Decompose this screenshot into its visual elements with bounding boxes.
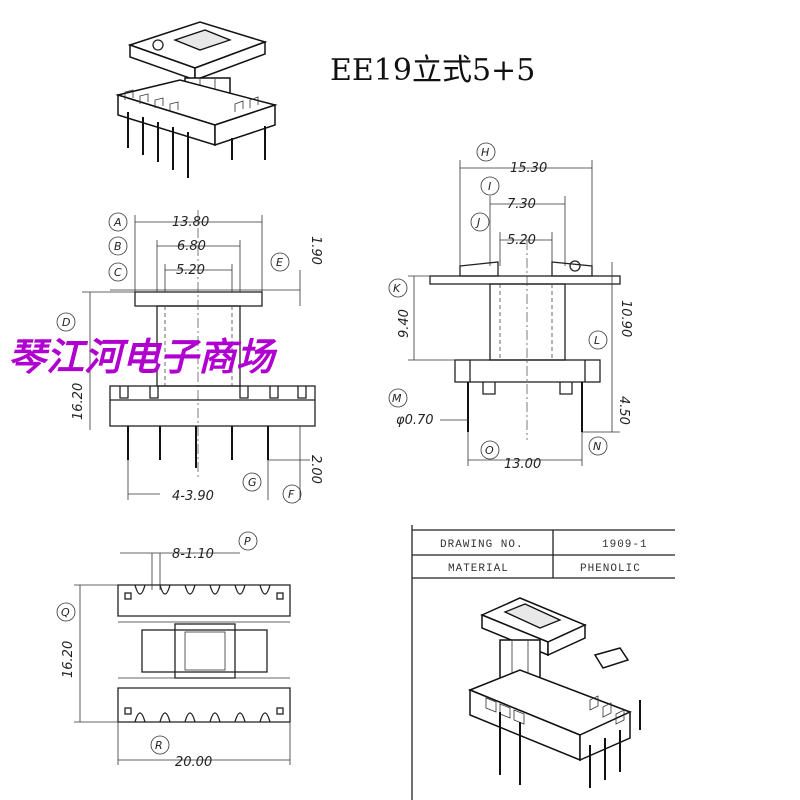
top-view: 8-1.10 20.00 16.20 P Q R [56, 531, 291, 770]
watermark-text: 琴江河电子商场 [8, 335, 278, 379]
svg-text:P: P [244, 535, 251, 548]
svg-text:C: C [114, 266, 122, 279]
callout-k: K [388, 278, 408, 298]
material-label: MATERIAL [448, 563, 509, 575]
callout-g: G [242, 472, 262, 492]
dim-l-label: 10.90 [618, 300, 633, 337]
dim-c-label: 5.20 [176, 263, 205, 278]
svg-text:M: M [392, 392, 402, 405]
callout-a: A [108, 212, 128, 232]
drawing-no-label: DRAWING NO. [440, 539, 524, 551]
dim-e-label: 1.90 [308, 236, 323, 265]
svg-text:B: B [114, 240, 122, 253]
dim-g-label: 4-3.90 [172, 489, 214, 504]
dim-p-label: 8-1.10 [172, 547, 214, 562]
callout-h: H [476, 142, 496, 162]
callout-b: B [108, 236, 128, 256]
svg-text:D: D [62, 316, 70, 329]
svg-text:F: F [288, 488, 295, 501]
dim-f-label: 2.00 [308, 455, 323, 484]
callout-p: P [238, 531, 258, 551]
dim-r-label: 20.00 [175, 755, 212, 770]
title-block: DRAWING NO. 1909-1 MATERIAL PHENOLIC [411, 525, 675, 800]
svg-text:K: K [393, 282, 401, 295]
svg-text:L: L [594, 334, 600, 347]
dim-b-label: 6.80 [177, 239, 206, 254]
dim-j-label: 5.20 [507, 233, 536, 248]
callout-i: I [480, 176, 500, 196]
dim-o-label: 13.00 [504, 457, 541, 472]
dim-m-label: φ0.70 [396, 413, 434, 428]
callout-j: J [470, 212, 490, 232]
callout-f: F [282, 484, 302, 504]
callout-n: N [588, 436, 608, 456]
svg-text:J: J [475, 216, 480, 229]
material-value: PHENOLIC [580, 563, 641, 575]
dim-a-label: 13.80 [172, 215, 209, 230]
callout-c: C [108, 262, 128, 282]
svg-text:G: G [248, 476, 257, 489]
callout-m: M [388, 388, 408, 408]
dim-q-label: 16.20 [61, 641, 76, 678]
iso-view-top-left [115, 21, 278, 178]
front-view: 13.80 6.80 5.20 4-3.90 [56, 210, 323, 504]
svg-text:N: N [593, 440, 601, 453]
callout-q: Q [56, 602, 76, 622]
callout-e: E [270, 252, 290, 272]
svg-text:H: H [481, 146, 489, 159]
svg-text:Q: Q [61, 606, 70, 619]
drawing-title: EE19立式5+5 [330, 53, 535, 88]
dim-d-label: 16.20 [71, 383, 86, 420]
side-view: 15.30 7.30 5.20 13.00 9.40 [388, 142, 633, 472]
dim-k-label: 9.40 [397, 309, 412, 338]
dim-i-label: 7.30 [507, 197, 536, 212]
dim-n-label: 4.50 [616, 396, 631, 425]
callout-r: R [150, 735, 170, 755]
callout-o: O [480, 440, 500, 460]
svg-text:E: E [276, 256, 283, 269]
svg-text:O: O [485, 444, 494, 457]
svg-text:A: A [113, 216, 122, 229]
iso-view-bottom-right [468, 597, 641, 788]
svg-text:R: R [155, 739, 163, 752]
dim-h-label: 15.30 [510, 161, 547, 176]
callout-d: D [56, 312, 76, 332]
svg-text:I: I [488, 180, 491, 193]
callout-l: L [588, 330, 608, 350]
drawing-no-value: 1909-1 [602, 539, 648, 551]
